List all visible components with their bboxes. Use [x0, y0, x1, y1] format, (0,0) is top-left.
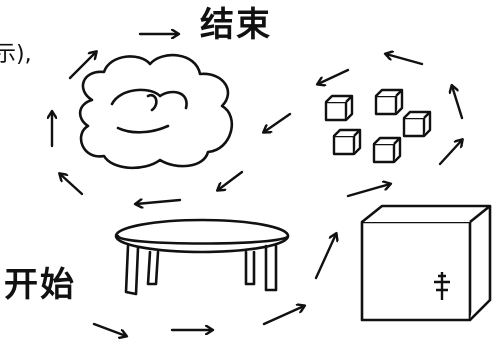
box-drawing [360, 204, 492, 322]
arrow-icon [386, 54, 424, 66]
start-label: 开始 [4, 265, 76, 305]
arrow-icon [438, 140, 462, 166]
cut-off-text: 示), [0, 42, 32, 67]
cloud-drawing [78, 53, 234, 170]
arrow-icon [346, 184, 390, 198]
arrow-icon [68, 52, 96, 80]
arrow-icon [314, 234, 336, 280]
arrow-icon [262, 306, 304, 326]
arrow-icon [218, 170, 244, 190]
arrow-icon [452, 86, 464, 120]
arrow-icon [264, 112, 292, 132]
arrow-icon [60, 174, 84, 196]
end-label: 结束 [200, 5, 272, 45]
cycle-arrows [52, 34, 462, 336]
box-symbol-icon [434, 272, 450, 300]
arrow-icon [318, 68, 350, 84]
table-drawing [114, 218, 290, 296]
small-cubes-drawing [324, 88, 432, 164]
arrow-icon [136, 200, 182, 204]
arrow-icon [92, 322, 126, 336]
